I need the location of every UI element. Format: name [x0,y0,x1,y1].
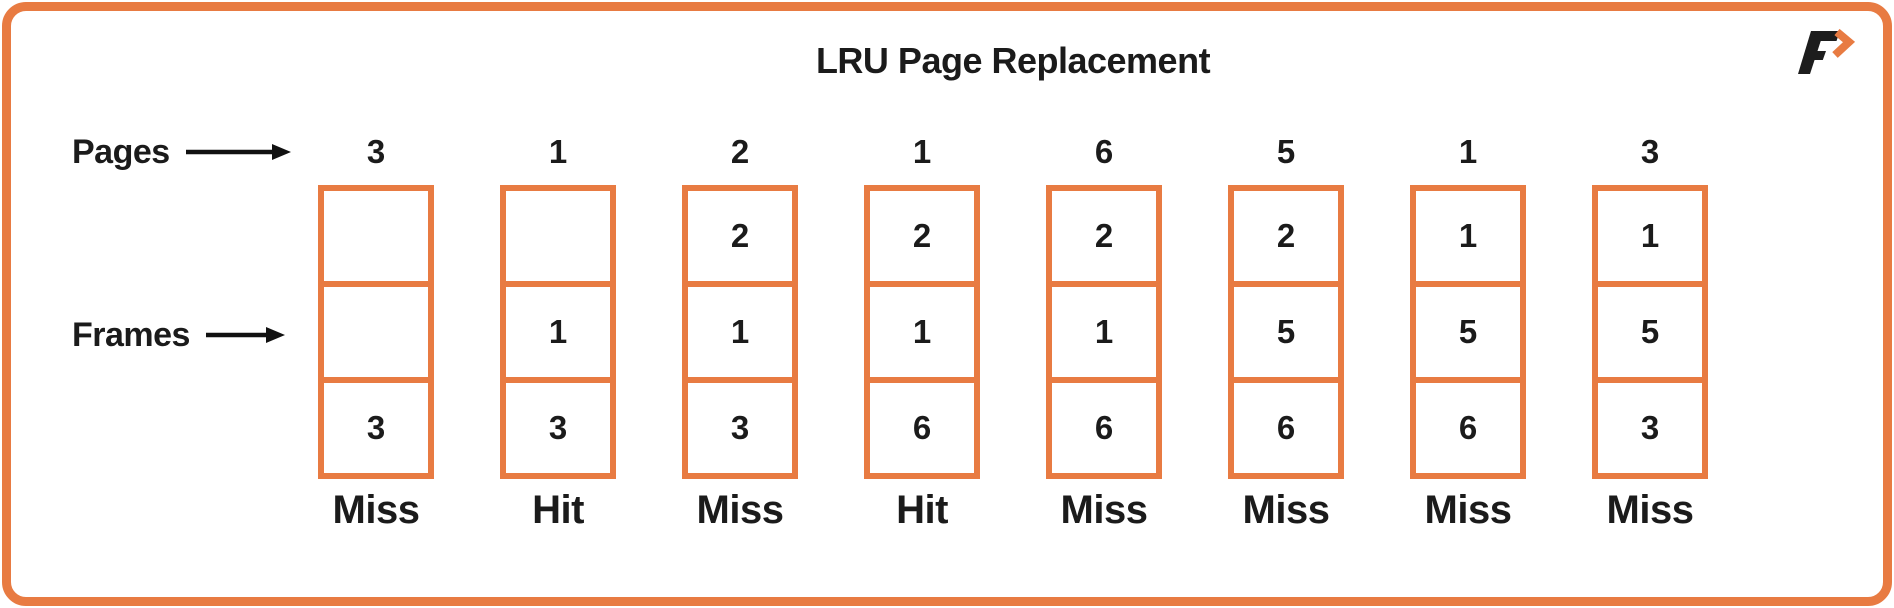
diagram-title: LRU Page Replacement [815,40,1211,81]
step-column: 1 1 5 6 Miss [1410,132,1526,533]
frame-cell: 2 [912,217,932,254]
result-label: Miss [1606,488,1694,532]
step-column: 5 2 5 6 Miss [1228,132,1344,533]
result-label: Miss [1060,488,1148,532]
frame-cell: 1 [1052,281,1156,377]
frame-cell: 3 [324,377,428,473]
frames-box: 1 5 6 [1410,185,1526,479]
brand-f-arrow-icon [1798,28,1856,74]
step-column: 1 1 3 Hit [500,132,616,533]
steps-row: 3 3 Miss 1 1 3 Hit 2 2 1 3 Miss 1 2 1 6 [318,132,1708,533]
step-column: 3 3 Miss [318,132,434,533]
result-label: Miss [1424,488,1512,532]
frame-cell: 2 [730,217,750,254]
page-number: 1 [548,133,568,170]
frames-label: Frames [72,315,190,354]
page-number: 2 [730,133,750,170]
frame-cell: 2 [1276,217,1296,254]
page-number: 6 [1094,133,1114,170]
frame-cell: 1 [506,281,610,377]
page-number: 5 [1276,133,1296,170]
frame-cell: 3 [506,377,610,473]
result-label: Miss [1242,488,1330,532]
pages-arrow-icon [185,144,291,160]
frame-cell: 1 [1640,217,1660,254]
result-label: Hit [896,488,948,532]
page-number: 1 [1458,133,1478,170]
frame-cell: 2 [1094,217,1114,254]
frame-cell [324,281,428,377]
frames-box: 3 [318,185,434,479]
result-label: Miss [696,488,784,532]
frame-cell [324,191,428,281]
frame-cell: 1 [688,281,792,377]
frame-cell [506,191,610,281]
frame-cell: 5 [1416,281,1520,377]
frames-arrow-icon [205,327,285,343]
frame-cell: 5 [1234,281,1338,377]
step-column: 1 2 1 6 Hit [864,132,980,533]
frame-cell: 6 [870,377,974,473]
frames-box: 1 3 [500,185,616,479]
frame-cell: 6 [1416,377,1520,473]
step-column: 2 2 1 3 Miss [682,132,798,533]
result-label: Miss [332,488,420,532]
frames-box: 2 1 6 [864,185,980,479]
frames-box: 2 5 6 [1228,185,1344,479]
step-column: 3 1 5 3 Miss [1592,132,1708,533]
frames-box: 1 5 3 [1592,185,1708,479]
page-number: 3 [1640,133,1660,170]
page-number: 3 [366,133,386,170]
frame-cell: 3 [1598,377,1702,473]
frames-box: 2 1 3 [682,185,798,479]
step-column: 6 2 1 6 Miss [1046,132,1162,533]
frame-cell: 3 [688,377,792,473]
frame-cell: 5 [1598,281,1702,377]
page-number: 1 [912,133,932,170]
frames-label-group: Frames [72,315,286,355]
frame-cell: 1 [1458,217,1478,254]
frame-cell: 6 [1052,377,1156,473]
frames-box: 2 1 6 [1046,185,1162,479]
frame-cell: 1 [870,281,974,377]
brand-logo [1786,26,1856,78]
pages-label: Pages [72,132,170,171]
result-label: Hit [532,488,584,532]
pages-label-group: Pages [72,132,292,172]
frame-cell: 6 [1234,377,1338,473]
